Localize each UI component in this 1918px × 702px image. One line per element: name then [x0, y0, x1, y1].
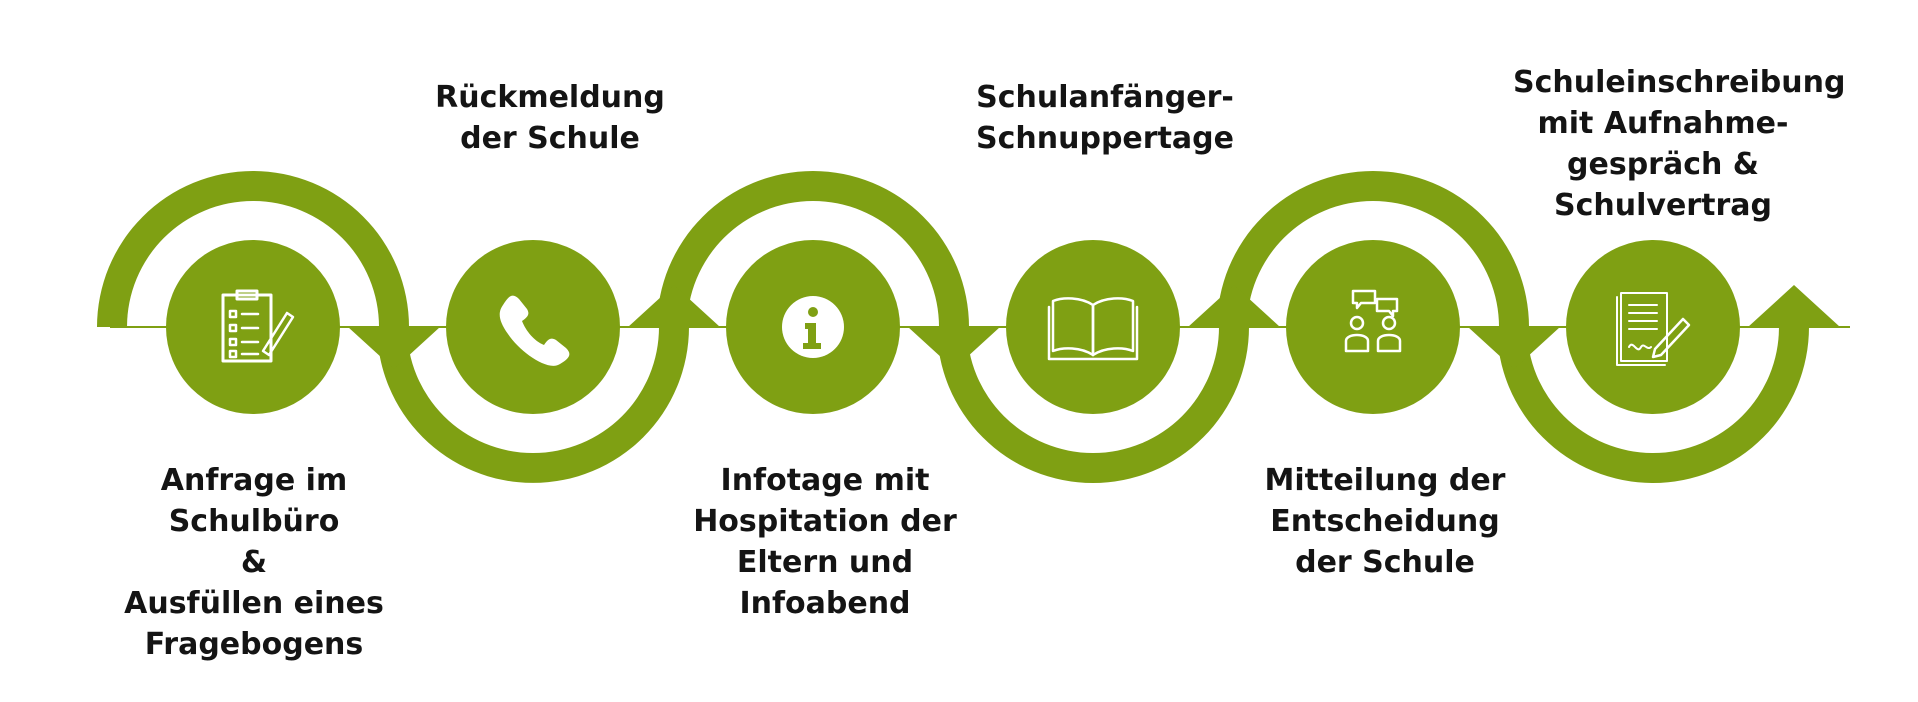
step-1-line-4: Ausfüllen eines — [124, 586, 384, 621]
step-1-label: Anfrage im Schulbüro & Ausfüllen eines F… — [104, 460, 404, 665]
conversation-icon — [1344, 289, 1402, 353]
step-3-label: Infotage mit Hospitation der Eltern und … — [675, 460, 975, 624]
flow-arc-5 — [1217, 171, 1529, 327]
step-1-line-3: & — [240, 545, 268, 580]
flow-arrowhead-4 — [1188, 285, 1280, 327]
step-5-line-2: Entscheidung — [1270, 504, 1500, 539]
step-3-line-4: Infoabend — [739, 586, 911, 621]
step-4-line-2: Schnuppertage — [976, 121, 1234, 156]
step-1-line-1: Anfrage im — [160, 463, 348, 498]
step-3-line-1: Infotage mit — [720, 463, 930, 498]
step-5-line-1: Mitteilung der — [1264, 463, 1506, 498]
flow-arc-6 — [1497, 327, 1809, 483]
flow-arc-1 — [97, 171, 409, 327]
flow-arrowhead-3 — [908, 327, 1000, 369]
step-6-label: Schuleinschreibung mit Aufnahme- gespräc… — [1513, 62, 1846, 226]
step-2-label: Rückmeldung der Schule — [400, 77, 700, 159]
step-4-line-1: Schulanfänger- — [976, 80, 1234, 115]
info-icon — [782, 296, 844, 358]
step-3-line-3: Eltern und — [736, 545, 914, 580]
open-book-icon — [1047, 297, 1139, 361]
step-1-line-5: Fragebogens — [144, 627, 364, 662]
flow-arrowhead-2 — [628, 285, 720, 327]
step-2-line-2: der Schule — [460, 121, 640, 156]
flow-arc-3 — [657, 171, 969, 327]
step-4-label: Schulanfänger- Schnuppertage — [955, 77, 1255, 159]
step-6-line-1: Schuleinschreibung — [1513, 65, 1846, 100]
flow-arrowhead-1 — [348, 327, 440, 369]
step-6-line-3: gespräch & — [1567, 147, 1759, 182]
contract-sign-icon — [1616, 292, 1691, 366]
step-2-line-1: Rückmeldung — [435, 80, 665, 115]
step-6-circle — [1566, 240, 1740, 414]
step-5-label: Mitteilung der Entscheidung der Schule — [1235, 460, 1535, 583]
step-5-circle — [1286, 240, 1460, 414]
step-1-line-2: Schulbüro — [168, 504, 340, 539]
step-3-line-2: Hospitation der — [693, 504, 957, 539]
clipboard-checklist-icon — [221, 289, 295, 363]
phone-icon — [499, 295, 570, 366]
step-6-line-2: mit Aufnahme- — [1537, 106, 1789, 141]
step-5-line-3: der Schule — [1295, 545, 1475, 580]
step-2-circle — [446, 240, 620, 414]
flow-arrowhead-5 — [1468, 327, 1560, 369]
step-6-line-4: Schulvertrag — [1554, 188, 1772, 223]
flow-arc-4 — [937, 327, 1249, 483]
flow-arc-2 — [377, 327, 689, 483]
flow-arrowhead-6 — [1748, 285, 1840, 327]
